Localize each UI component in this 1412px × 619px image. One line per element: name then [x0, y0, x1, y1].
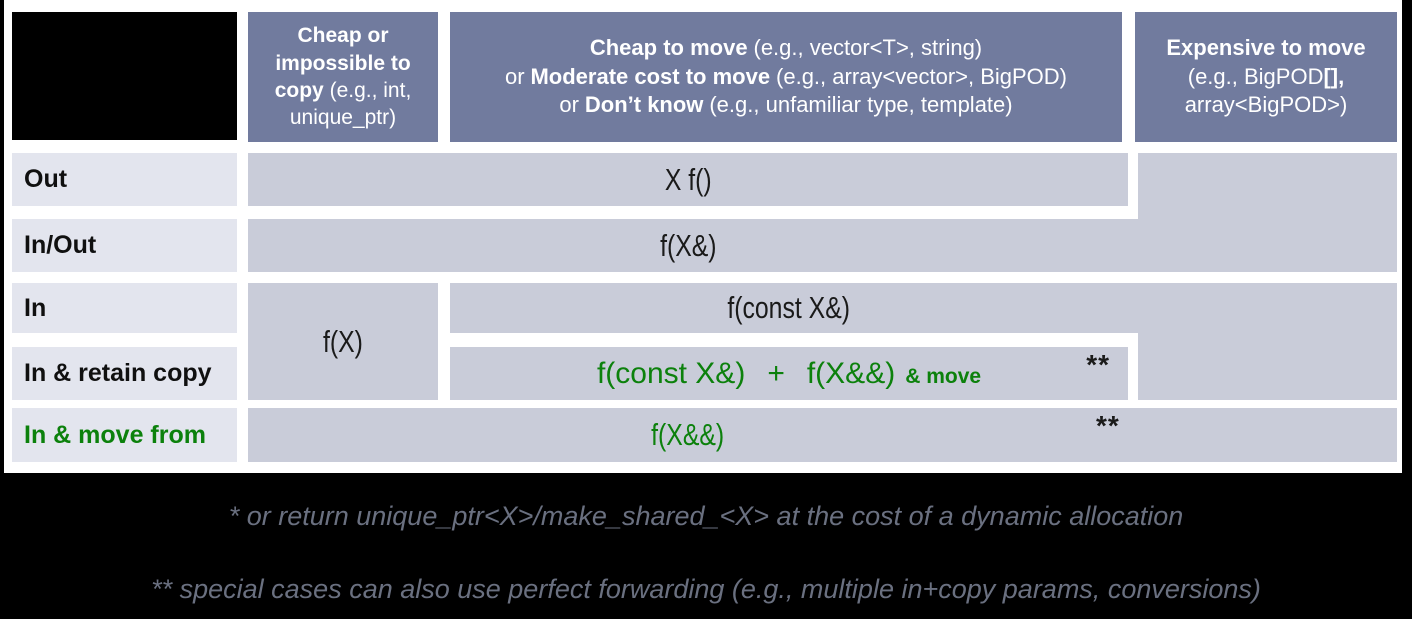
cell-text-band: f(X&) [659, 227, 717, 263]
row-header-in-out: In/Out [12, 219, 237, 272]
double-asterisk-note: ** [1096, 410, 1120, 441]
row-header-out: Out [12, 153, 237, 206]
column-header-expensive-move: Expensive to move (e.g., BigPOD[], array… [1135, 12, 1397, 142]
header-line-3: array<BigPOD>) [1184, 92, 1348, 118]
cell-in-pass-by-value: f(X) [248, 283, 438, 400]
header-line-1: Expensive to move [1166, 35, 1366, 61]
overload-expression: f(const X&)+f(X&&)& move [596, 356, 982, 390]
corner-black-box [12, 12, 237, 140]
cell-out-return-by-value: X f() [248, 153, 1128, 206]
cell-text-band: f(const X&) [727, 290, 851, 325]
header-line-2: (e.g., BigPOD[], [1187, 63, 1345, 89]
row-header-in-retain-copy: In & retain copy [12, 347, 237, 400]
column-header-cheap-moderate-move: Cheap to move(e.g., vector<T>, string) o… [450, 12, 1122, 142]
header-line-1: Cheap to move(e.g., vector<T>, string) [589, 35, 983, 61]
cell-inout-nonconst-ref: f(X&) [248, 219, 1397, 272]
left-black-edge [0, 0, 4, 619]
row-header-in: In [12, 283, 237, 333]
row-header-in-move-from: In & move from [12, 408, 237, 462]
footnote-area: * or return unique_ptr<X>/make_shared_<X… [0, 473, 1412, 619]
footnote-double-asterisk: ** special cases can also use perfect fo… [151, 574, 1261, 604]
header-bold-text: Cheap or impossible to copy [274, 24, 411, 102]
cell-move-from-rvalue-ref: f(X&&) ** [248, 408, 1397, 462]
footnote-single-asterisk: * or return unique_ptr<X>/make_shared_<X… [228, 501, 1184, 531]
cell-in-const-ref: f(const X&) [450, 283, 1397, 333]
cell-text-band: f(X&&) [651, 417, 725, 452]
column-header-cheap-copy: Cheap or impossible to copy (e.g., int, … [248, 12, 438, 142]
header-example-text: (e.g., int, unique_ptr) [289, 79, 412, 130]
right-black-edge [1402, 0, 1412, 619]
double-asterisk-note: ** [1086, 349, 1110, 380]
cell-retain-overload-pair: f(const X&)+f(X&&)& move ** [450, 347, 1128, 400]
